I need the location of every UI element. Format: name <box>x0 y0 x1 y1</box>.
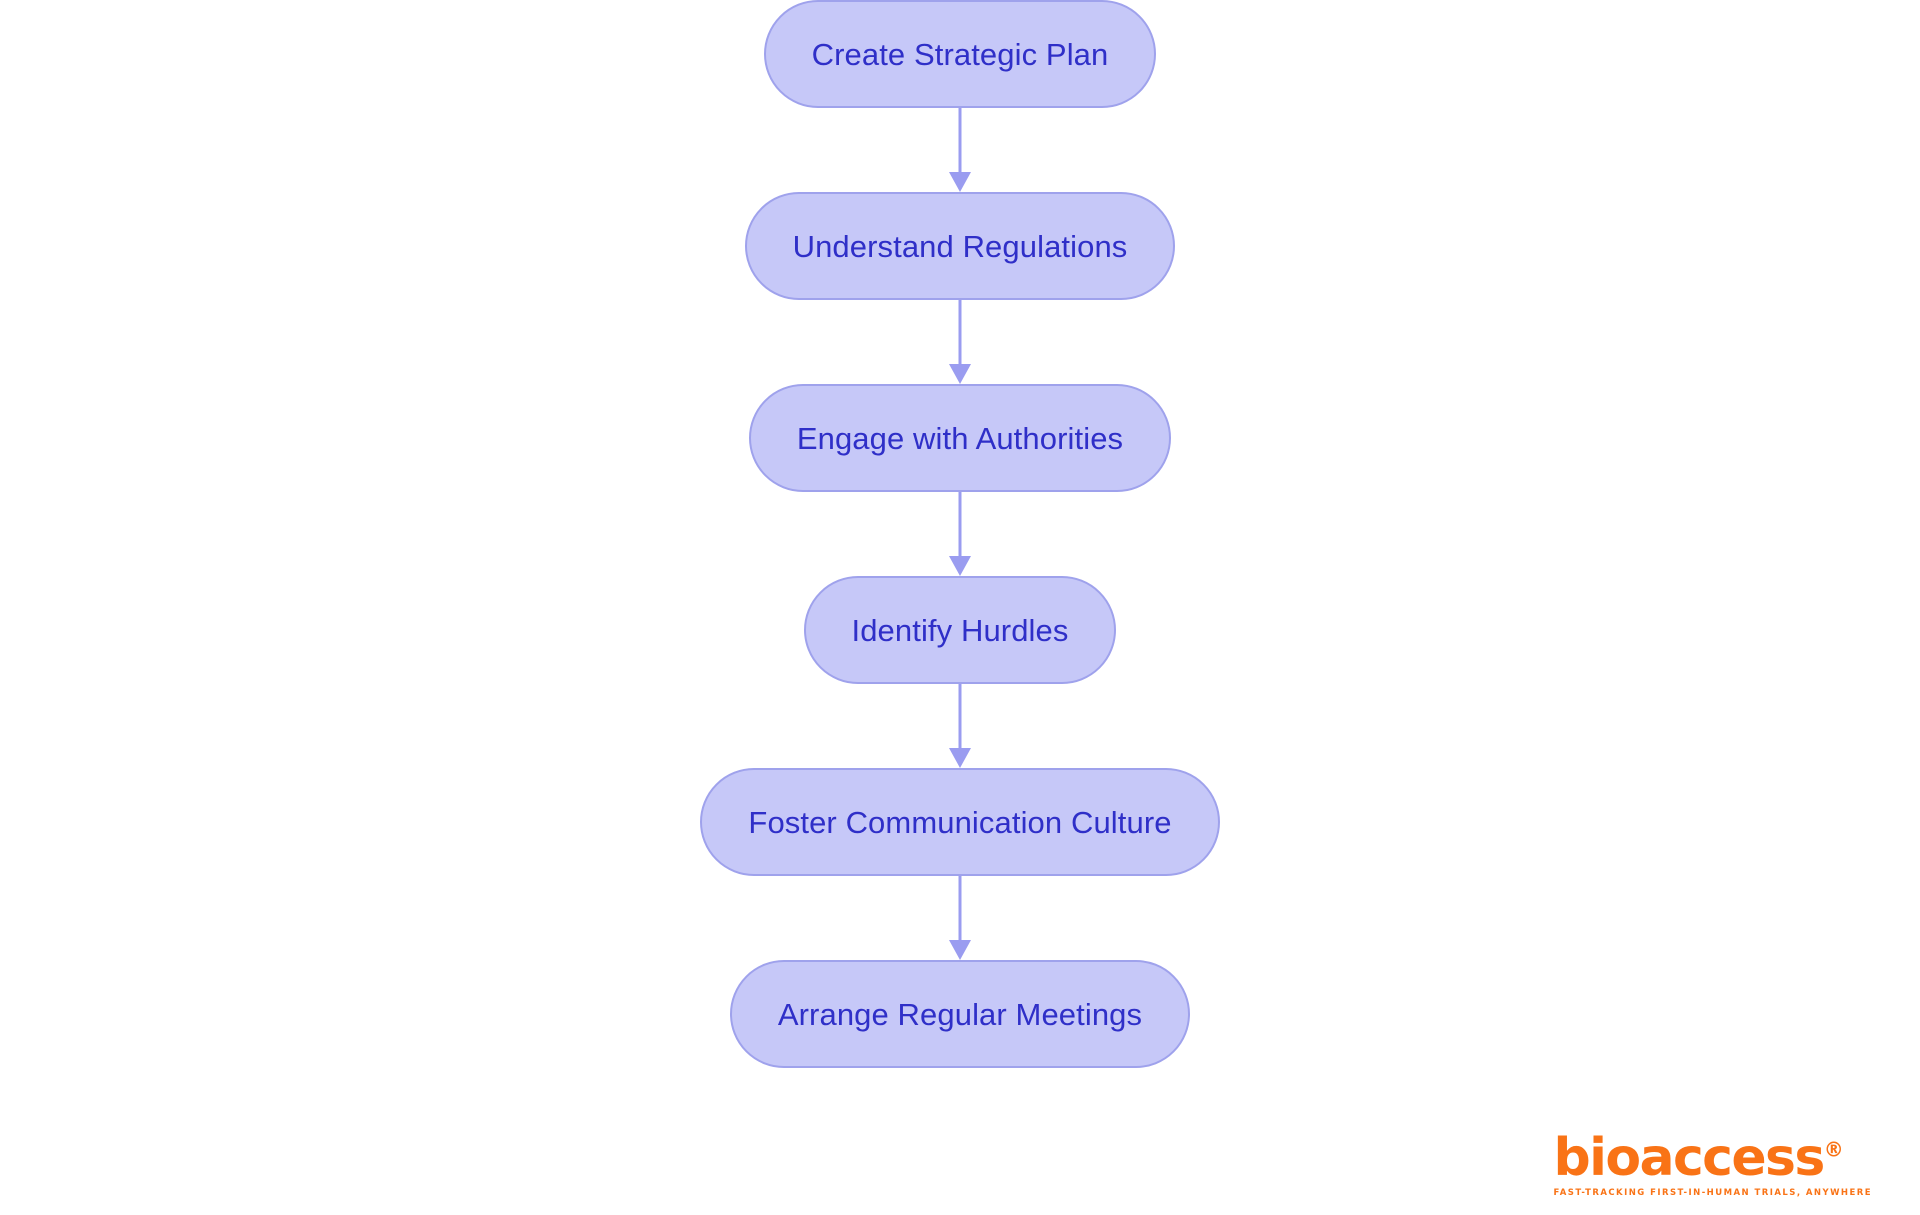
flow-node-label: Understand Regulations <box>792 228 1128 264</box>
flow-node-foster-communication-culture[interactable]: Foster Communication Culture <box>700 768 1220 876</box>
arrow-line <box>958 684 962 750</box>
flow-node-label: Arrange Regular Meetings <box>777 996 1143 1032</box>
flow-arrow-3 <box>940 492 980 576</box>
arrow-line <box>958 492 962 558</box>
flow-arrow-2 <box>940 300 980 384</box>
arrow-head-icon <box>949 364 971 384</box>
arrow-head-icon <box>949 940 971 960</box>
arrow-line <box>958 876 962 942</box>
flow-node-label: Identify Hurdles <box>851 612 1069 648</box>
logo-wordmark-text: bioaccess <box>1553 1127 1825 1188</box>
flow-node-arrange-regular-meetings[interactable]: Arrange Regular Meetings <box>729 960 1191 1068</box>
logo-tagline: FAST-TRACKING FIRST-IN-HUMAN TRIALS, ANY… <box>1553 1187 1872 1198</box>
flow-node-create-strategic-plan[interactable]: Create Strategic Plan <box>763 0 1157 108</box>
flow-arrow-1 <box>940 108 980 192</box>
flow-arrow-4 <box>940 684 980 768</box>
bioaccess-logo: bioaccess® FAST-TRACKING FIRST-IN-HUMAN … <box>1553 1132 1872 1198</box>
arrow-line <box>958 108 962 174</box>
arrow-head-icon <box>949 748 971 768</box>
flow-arrow-5 <box>940 876 980 960</box>
flow-node-label: Engage with Authorities <box>796 420 1124 456</box>
registered-trademark-icon: ® <box>1823 1137 1844 1162</box>
flowchart: Create Strategic Plan Understand Regulat… <box>700 0 1220 1068</box>
flow-node-identify-hurdles[interactable]: Identify Hurdles <box>803 576 1117 684</box>
flow-node-label: Create Strategic Plan <box>811 36 1109 72</box>
arrow-head-icon <box>949 556 971 576</box>
flow-node-understand-regulations[interactable]: Understand Regulations <box>744 192 1176 300</box>
flow-node-label: Foster Communication Culture <box>748 804 1172 840</box>
flow-node-engage-with-authorities[interactable]: Engage with Authorities <box>748 384 1172 492</box>
logo-wordmark: bioaccess® <box>1553 1132 1872 1184</box>
arrow-line <box>958 300 962 366</box>
arrow-head-icon <box>949 172 971 192</box>
